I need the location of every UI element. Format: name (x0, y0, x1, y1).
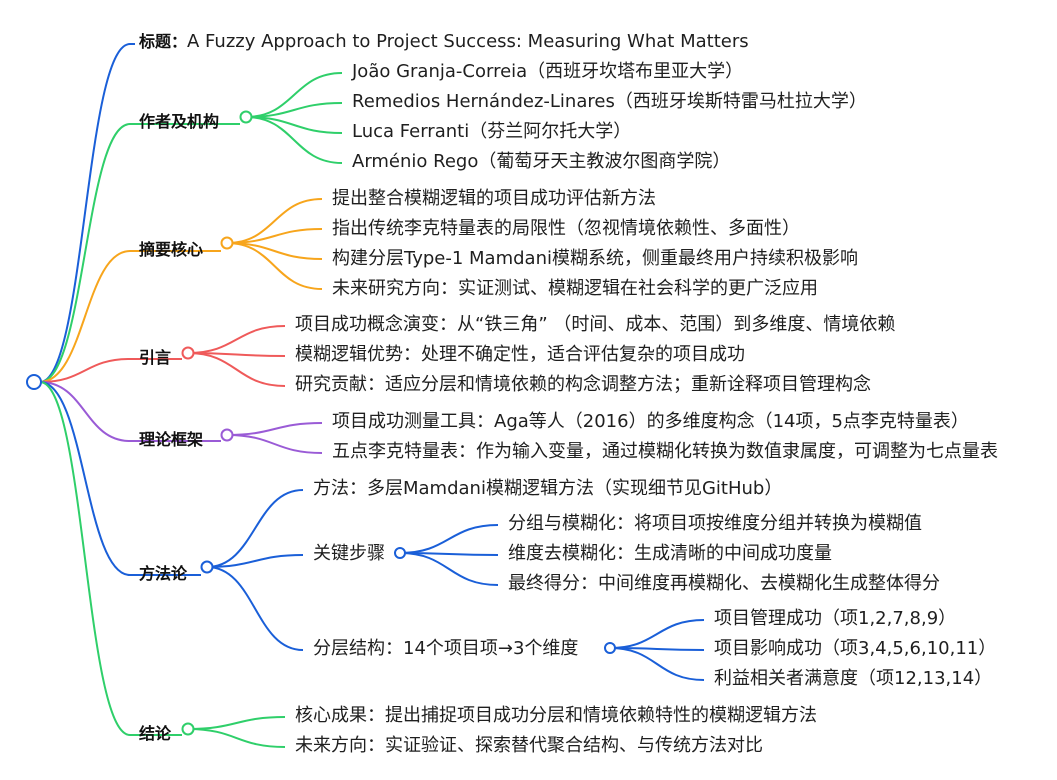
method-structure-item-2: 项目影响成功（项3,4,5,6,10,11） (714, 638, 997, 659)
authors-label: 作者及机构 (139, 112, 220, 131)
structure-connector-3 (609, 647, 705, 681)
intro-item-3: 研究贡献：适应分层和情境依赖的构念调整方法；重新诠释项目管理构念 (295, 374, 871, 395)
abstract-item-4: 未来研究方向：实证测试、模糊逻辑在社会科学的更广泛应用 (332, 278, 818, 299)
theory-connector-2 (226, 434, 323, 454)
theory-connector-1 (226, 422, 323, 436)
abstract-label: 摘要核心 (139, 240, 204, 259)
root-node-circle (26, 374, 42, 390)
title-label: 标题： (139, 32, 188, 51)
method-step-2: 维度去模糊化：生成清晰的中间成功度量 (508, 543, 832, 564)
title-text: A Fuzzy Approach to Project Success: Mea… (187, 31, 749, 52)
method-approach: 方法：多层Mamdani模糊逻辑方法（实现细节见GitHub） (313, 478, 783, 499)
method-connector-3 (206, 566, 304, 651)
abstract-connector-1 (226, 198, 323, 244)
steps-node-circle (394, 547, 406, 559)
method-step-1: 分组与模糊化：将项目项按维度分组并转换为模糊值 (508, 513, 922, 534)
author-item-4: Arménio Rego（葡萄牙天主教波尔图商学院） (352, 151, 731, 172)
intro-connector-3 (187, 352, 286, 387)
theory-node-circle (220, 428, 234, 442)
conclusion-label: 结论 (139, 724, 172, 743)
intro-node-circle (181, 346, 195, 360)
root-to-intro (39, 358, 182, 383)
conclusion-item-1: 核心成果：提出捕捉项目成功分层和情境依赖特性的模糊逻辑方法 (295, 705, 817, 726)
method-structure-item-1: 项目管理成功（项1,2,7,8,9） (714, 608, 957, 629)
abstract-item-1: 提出整合模糊逻辑的项目成功评估新方法 (332, 188, 656, 209)
structure-node-circle (604, 642, 616, 654)
intro-connector-1 (187, 325, 286, 354)
method-node-circle (200, 560, 214, 574)
method-connector-2 (206, 554, 304, 568)
conclusion-item-2: 未来方向：实证验证、探索替代聚合结构、与传统方法对比 (295, 735, 763, 756)
root-to-abstract (39, 250, 221, 383)
intro-label: 引言 (139, 348, 172, 367)
authors-connector-4 (245, 116, 343, 164)
method-label: 方法论 (139, 564, 188, 583)
method-structure-item-3: 利益相关者满意度（项12,13,14） (714, 668, 993, 689)
steps-connector-3 (399, 552, 499, 586)
theory-item-1: 项目成功测量工具：Aga等人（2016）的多维度构念（14项，5点李克特量表） (332, 411, 969, 432)
author-item-2: Remedios Hernández-Linares（西班牙埃斯特雷马杜拉大学） (352, 91, 867, 112)
intro-item-1: 项目成功概念演变：从“铁三角” （时间、成本、范围）到多维度、情境依赖 (295, 314, 896, 335)
author-item-1: João Granja-Correia（西班牙坎塔布里亚大学） (352, 61, 744, 82)
abstract-item-2: 指出传统李克特量表的局限性（忽视情境依赖性、多面性） (332, 218, 800, 239)
conclusion-connector-1 (187, 716, 286, 730)
intro-item-2: 模糊逻辑优势：处理不确定性，适合评估复杂的项目成功 (295, 344, 745, 365)
root-to-conclusion (39, 381, 182, 736)
structure-connector-1 (609, 619, 705, 649)
root-to-authors (39, 123, 240, 383)
conclusion-node-circle (181, 722, 195, 736)
authors-connector-1 (245, 72, 343, 118)
steps-connector-1 (399, 524, 499, 554)
theory-item-2: 五点李克特量表：作为输入变量，通过模糊化转换为数值隶属度，可调整为七点量表 (332, 441, 998, 462)
abstract-connector-4 (226, 242, 323, 290)
method-steps-label: 关键步骤 (313, 543, 385, 564)
method-step-3: 最终得分：中间维度再模糊化、去模糊化生成整体得分 (508, 573, 940, 594)
title-branch: 标题：A Fuzzy Approach to Project Success: … (139, 31, 749, 53)
method-structure-label: 分层结构：14个项目项→3个维度 (313, 638, 579, 659)
theory-label: 理论框架 (139, 430, 204, 449)
abstract-node-circle (220, 236, 234, 250)
root-to-title (39, 43, 135, 383)
conclusion-connector-2 (187, 728, 286, 748)
method-connector-1 (206, 489, 304, 568)
root-to-method (39, 381, 201, 576)
root-to-theory (39, 381, 221, 442)
authors-node-circle (239, 110, 253, 124)
abstract-item-3: 构建分层Type-1 Mamdani模糊系统，侧重最终用户持续积极影响 (332, 248, 858, 269)
author-item-3: Luca Ferranti（芬兰阿尔托大学） (352, 121, 632, 142)
